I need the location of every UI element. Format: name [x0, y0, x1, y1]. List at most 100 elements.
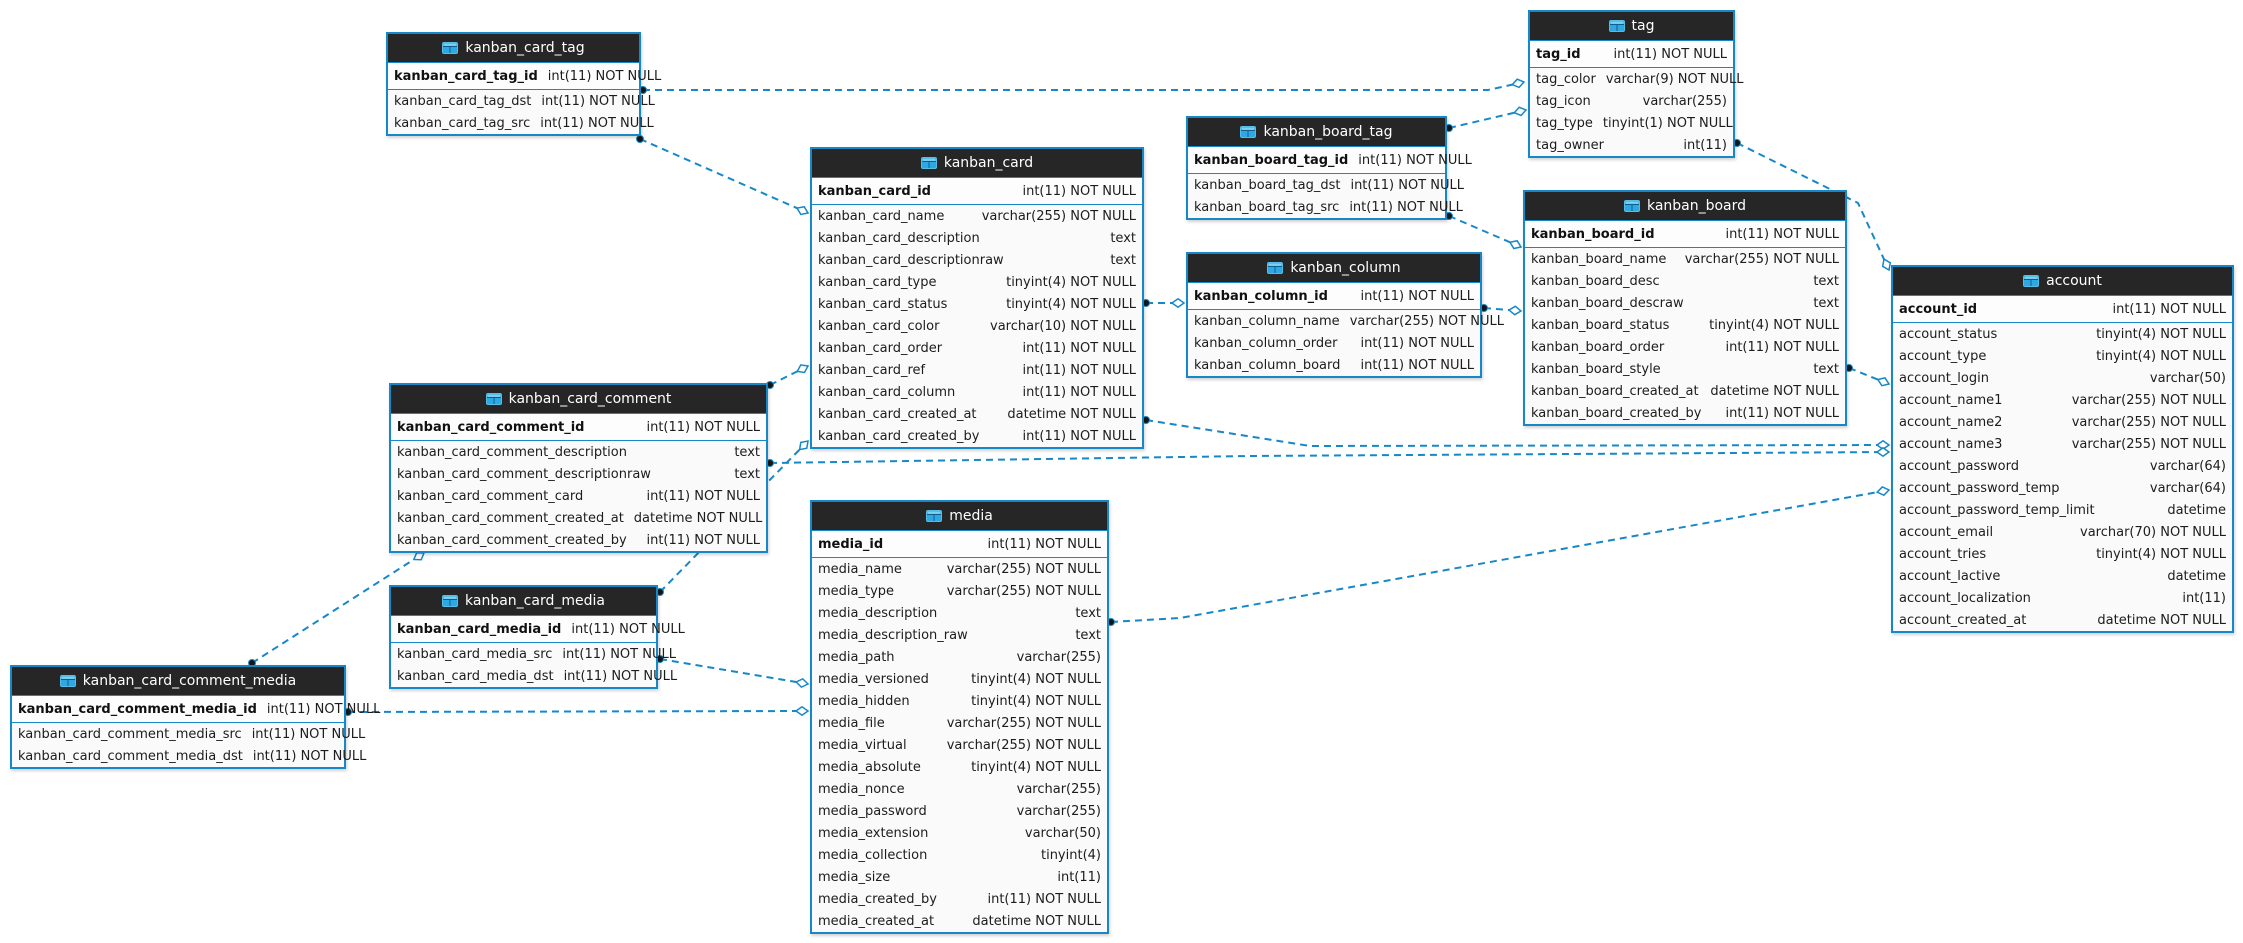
table-kanban_card_comment[interactable]: kanban_card_comment kanban_card_comment_…: [389, 383, 768, 553]
table-column-row[interactable]: account_password_temp_limit datetime: [1893, 499, 2232, 521]
table-column-row[interactable]: account_created_at datetime NOT NULL: [1893, 609, 2232, 631]
table-column-row[interactable]: tag_type tinyint(1) NOT NULL: [1530, 112, 1733, 134]
relationship-kanban_card-kanban_column[interactable]: [1142, 297, 1186, 309]
table-column-row[interactable]: kanban_column_id int(11) NOT NULL: [1188, 283, 1480, 309]
table-column-row[interactable]: tag_color varchar(9) NOT NULL: [1530, 68, 1744, 90]
table-column-row[interactable]: kanban_card_name varchar(255) NOT NULL: [812, 205, 1142, 227]
table-column-row[interactable]: kanban_board_tag_dst int(11) NOT NULL: [1188, 174, 1464, 196]
table-header[interactable]: kanban_card_comment_media: [12, 667, 344, 696]
table-column-row[interactable]: account_lactive datetime: [1893, 565, 2232, 587]
table-header[interactable]: kanban_board: [1525, 192, 1845, 221]
table-header[interactable]: media: [812, 502, 1107, 531]
table-account[interactable]: account account_id int(11) NOT NULL acco…: [1891, 265, 2234, 633]
table-column-row[interactable]: kanban_card_comment_id int(11) NOT NULL: [391, 414, 766, 440]
table-column-row[interactable]: kanban_board_order int(11) NOT NULL: [1525, 336, 1845, 358]
table-column-row[interactable]: kanban_card_media_dst int(11) NOT NULL: [391, 665, 677, 687]
table-column-row[interactable]: kanban_board_id int(11) NOT NULL: [1525, 221, 1845, 247]
table-column-row[interactable]: kanban_card_created_by int(11) NOT NULL: [812, 425, 1142, 447]
table-column-row[interactable]: kanban_card_descriptionraw text: [812, 249, 1142, 271]
table-column-row[interactable]: kanban_card_comment_descriptionraw text: [391, 463, 766, 485]
table-column-row[interactable]: media_id int(11) NOT NULL: [812, 531, 1107, 557]
table-column-row[interactable]: media_nonce varchar(255): [812, 778, 1107, 800]
table-column-row[interactable]: tag_owner int(11): [1530, 134, 1733, 156]
table-kanban_card_media[interactable]: kanban_card_media kanban_card_media_id i…: [389, 585, 685, 689]
table-column-row[interactable]: account_type tinyint(4) NOT NULL: [1893, 345, 2232, 367]
table-column-row[interactable]: kanban_card_comment_description text: [391, 441, 766, 463]
relationship-kanban_card-account[interactable]: [1142, 416, 1891, 451]
table-column-row[interactable]: media_virtual varchar(255) NOT NULL: [812, 734, 1107, 756]
table-kanban_card[interactable]: kanban_card kanban_card_id int(11) NOT N…: [810, 147, 1144, 449]
table-header[interactable]: account: [1893, 267, 2232, 296]
table-column-row[interactable]: kanban_board_status tinyint(4) NOT NULL: [1525, 314, 1845, 336]
table-column-row[interactable]: account_name2 varchar(255) NOT NULL: [1893, 411, 2232, 433]
table-column-row[interactable]: account_id int(11) NOT NULL: [1893, 296, 2232, 322]
table-column-row[interactable]: tag_id int(11) NOT NULL: [1530, 41, 1733, 67]
relationship-kanban_card_media-media[interactable]: [656, 655, 810, 689]
table-column-row[interactable]: kanban_card_comment_created_at datetime …: [391, 507, 766, 529]
table-column-row[interactable]: media_password varchar(255): [812, 800, 1107, 822]
table-column-row[interactable]: kanban_card_comment_created_by int(11) N…: [391, 529, 766, 551]
table-column-row[interactable]: kanban_card_order int(11) NOT NULL: [812, 337, 1142, 359]
table-tag[interactable]: tag tag_id int(11) NOT NULL tag_color va…: [1528, 10, 1744, 158]
table-column-row[interactable]: kanban_card_description text: [812, 227, 1142, 249]
table-column-row[interactable]: media_type varchar(255) NOT NULL: [812, 580, 1107, 602]
table-column-row[interactable]: kanban_card_media_src int(11) NOT NULL: [391, 643, 676, 665]
relationship-kanban_board_tag-kanban_board[interactable]: [1445, 212, 1523, 250]
table-column-row[interactable]: kanban_board_desc text: [1525, 270, 1845, 292]
table-column-row[interactable]: kanban_card_column int(11) NOT NULL: [812, 381, 1142, 403]
table-column-row[interactable]: media_created_at datetime NOT NULL: [812, 910, 1107, 932]
relationship-kanban_board-account[interactable]: [1845, 364, 1891, 387]
table-column-row[interactable]: kanban_column_board int(11) NOT NULL: [1188, 354, 1480, 376]
table-column-row[interactable]: media_size int(11): [812, 866, 1107, 888]
table-column-row[interactable]: kanban_card_comment_media_dst int(11) NO…: [12, 745, 366, 767]
table-column-row[interactable]: account_status tinyint(4) NOT NULL: [1893, 323, 2232, 345]
table-column-row[interactable]: kanban_board_tag_id int(11) NOT NULL: [1188, 147, 1472, 173]
table-header[interactable]: kanban_card_tag: [388, 34, 639, 63]
table-kanban_board_tag[interactable]: kanban_board_tag kanban_board_tag_id int…: [1186, 116, 1472, 220]
table-column-row[interactable]: kanban_card_type tinyint(4) NOT NULL: [812, 271, 1142, 293]
table-kanban_card_comment_media[interactable]: kanban_card_comment_media kanban_card_co…: [10, 665, 380, 769]
table-column-row[interactable]: kanban_card_comment_card int(11) NOT NUL…: [391, 485, 766, 507]
table-column-row[interactable]: kanban_board_descraw text: [1525, 292, 1845, 314]
table-header[interactable]: tag: [1530, 12, 1733, 41]
table-column-row[interactable]: account_name3 varchar(255) NOT NULL: [1893, 433, 2232, 455]
table-column-row[interactable]: media_absolute tinyint(4) NOT NULL: [812, 756, 1107, 778]
table-column-row[interactable]: kanban_card_tag_dst int(11) NOT NULL: [388, 90, 655, 112]
table-column-row[interactable]: kanban_board_tag_src int(11) NOT NULL: [1188, 196, 1463, 218]
table-column-row[interactable]: account_name1 varchar(255) NOT NULL: [1893, 389, 2232, 411]
table-column-row[interactable]: media_created_by int(11) NOT NULL: [812, 888, 1107, 910]
table-column-row[interactable]: media_description text: [812, 602, 1107, 624]
table-header[interactable]: kanban_card_media: [391, 587, 656, 616]
table-column-row[interactable]: kanban_board_created_at datetime NOT NUL…: [1525, 380, 1845, 402]
table-column-row[interactable]: media_description_raw text: [812, 624, 1107, 646]
table-column-row[interactable]: media_hidden tinyint(4) NOT NULL: [812, 690, 1107, 712]
table-column-row[interactable]: kanban_card_status tinyint(4) NOT NULL: [812, 293, 1142, 315]
table-column-row[interactable]: account_email varchar(70) NOT NULL: [1893, 521, 2232, 543]
table-column-row[interactable]: kanban_board_created_by int(11) NOT NULL: [1525, 402, 1845, 424]
table-header[interactable]: kanban_board_tag: [1188, 118, 1445, 147]
table-column-row[interactable]: tag_icon varchar(255): [1530, 90, 1733, 112]
relationship-kanban_card_comment-kanban_card[interactable]: [766, 364, 810, 389]
table-column-row[interactable]: media_collection tinyint(4): [812, 844, 1107, 866]
table-column-row[interactable]: kanban_card_tag_src int(11) NOT NULL: [388, 112, 654, 134]
table-column-row[interactable]: kanban_card_media_id int(11) NOT NULL: [391, 616, 685, 642]
relationship-kanban_card_comment_media-media[interactable]: [344, 705, 810, 717]
relationship-kanban_card_tag-tag[interactable]: [639, 78, 1526, 94]
table-column-row[interactable]: media_extension varchar(50): [812, 822, 1107, 844]
relationship-kanban_card_media-kanban_card[interactable]: [656, 440, 809, 596]
table-column-row[interactable]: media_file varchar(255) NOT NULL: [812, 712, 1107, 734]
table-column-row[interactable]: kanban_column_name varchar(255) NOT NULL: [1188, 310, 1504, 332]
table-media[interactable]: media media_id int(11) NOT NULL media_na…: [810, 500, 1109, 934]
table-column-row[interactable]: kanban_card_color varchar(10) NOT NULL: [812, 315, 1142, 337]
table-column-row[interactable]: media_path varchar(255): [812, 646, 1107, 668]
table-column-row[interactable]: kanban_card_tag_id int(11) NOT NULL: [388, 63, 661, 89]
relationship-media-account[interactable]: [1107, 486, 1891, 626]
table-column-row[interactable]: media_versioned tinyint(4) NOT NULL: [812, 668, 1107, 690]
relationship-kanban_column-kanban_board[interactable]: [1480, 304, 1523, 316]
table-column-row[interactable]: media_name varchar(255) NOT NULL: [812, 558, 1107, 580]
table-column-row[interactable]: account_password varchar(64): [1893, 455, 2232, 477]
table-column-row[interactable]: kanban_card_id int(11) NOT NULL: [812, 178, 1142, 204]
table-column-row[interactable]: kanban_card_comment_media_id int(11) NOT…: [12, 696, 380, 722]
relationship-kanban_board_tag-tag[interactable]: [1445, 106, 1528, 132]
table-kanban_board[interactable]: kanban_board kanban_board_id int(11) NOT…: [1523, 190, 1847, 426]
